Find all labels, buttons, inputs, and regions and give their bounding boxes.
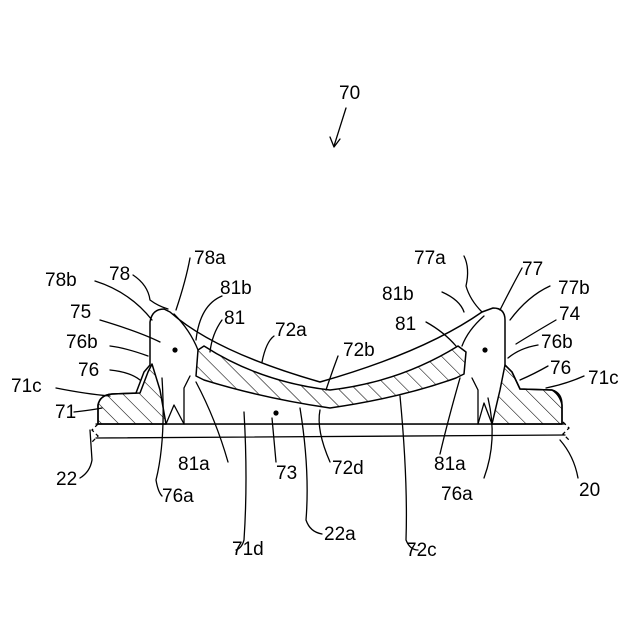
label-75: 75 [70,302,91,323]
label-71c-right: 71c [588,368,619,389]
label-77a: 77a [414,248,446,269]
assembly-pointer-arrow [334,108,346,146]
label-81a-left: 81a [178,454,210,475]
label-76b-right: 76b [541,332,573,353]
label-81-right: 81 [395,314,416,335]
label-78a: 78a [194,248,226,269]
label-77b: 77b [558,278,590,299]
label-72a: 72a [275,320,307,341]
label-72b: 72b [343,340,375,361]
label-70: 70 [339,83,360,104]
label-74: 74 [559,304,581,325]
label-72d: 72d [332,458,364,479]
label-81b-right: 81b [382,284,414,305]
label-20: 20 [579,480,600,501]
label-71c-left: 71c [11,376,42,397]
label-72c: 72c [406,540,437,561]
label-76a-right: 76a [441,484,473,505]
base-plate-lower-line [96,435,565,438]
label-81a-right: 81a [434,454,466,475]
label-71d: 71d [232,539,264,560]
label-78: 78 [109,264,130,285]
label-76-right: 76 [550,358,571,379]
right-support-center-dot [482,347,487,352]
base-plate-right-edge [563,422,569,440]
label-78b: 78b [45,270,77,291]
label-71: 71 [55,402,76,423]
label-76b-left: 76b [66,332,98,353]
label-73: 73 [276,463,297,484]
label-76-left: 76 [78,360,99,381]
label-81b-left: 81b [220,278,252,299]
body-center-dot [273,410,278,415]
label-76a-left: 76a [162,486,194,507]
label-22: 22 [56,469,77,490]
label-77: 77 [522,259,543,280]
left-support-center-dot [172,347,177,352]
label-22a: 22a [324,524,356,545]
label-81-left: 81 [224,308,245,329]
base-plate-left-edge [92,424,98,442]
